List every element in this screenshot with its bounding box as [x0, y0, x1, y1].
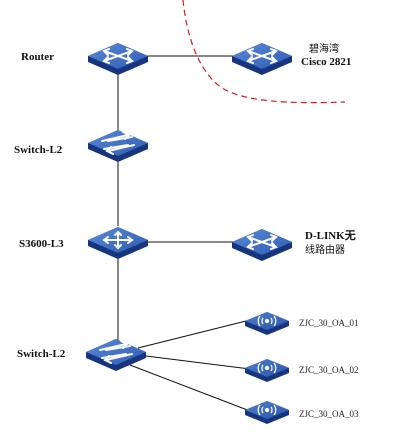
- link-switch-ap1: [137, 319, 251, 349]
- link-switch-ap2: [137, 354, 251, 370]
- network-boundary-dashed-line: [182, 0, 346, 104]
- link-switch-ap3: [129, 364, 251, 412]
- router-icon: [246, 234, 278, 250]
- l2-switch-icon: [101, 131, 135, 155]
- router-icon: [102, 48, 134, 64]
- switch-l2-top-node[interactable]: [88, 130, 148, 162]
- switch-l2-top-label: Switch-L2: [14, 144, 63, 156]
- router-node[interactable]: [88, 43, 148, 75]
- switch-l2-bottom-node[interactable]: [86, 339, 146, 371]
- dlink-label-line1: D-LINK无: [305, 229, 356, 242]
- wireless-ap-icon: [257, 404, 277, 416]
- cisco-label-line1: 碧海湾: [309, 42, 339, 55]
- cisco-label-line2: Cisco 2821: [301, 56, 351, 68]
- router-icon: [246, 48, 278, 64]
- wireless-ap-icon: [257, 315, 277, 327]
- ap3-label: ZJC_30_OA_03: [299, 409, 359, 419]
- s3600-l3-node[interactable]: [88, 227, 148, 259]
- dlink-router-node[interactable]: [232, 229, 292, 261]
- cisco-router-node[interactable]: [232, 43, 292, 75]
- ap1-node[interactable]: [245, 312, 289, 335]
- links: [117, 55, 251, 412]
- l2-switch-icon: [99, 340, 133, 364]
- wireless-ap-icon: [257, 362, 277, 374]
- switch-l2-bottom-label: Switch-L2: [17, 348, 66, 360]
- router-label: Router: [21, 51, 54, 63]
- ap1-label: ZJC_30_OA_01: [299, 318, 359, 328]
- ap2-label: ZJC_30_OA_02: [299, 365, 359, 375]
- ap2-node[interactable]: [245, 359, 289, 382]
- dlink-label-line2: 线路由器: [305, 243, 345, 256]
- ap3-node[interactable]: [245, 401, 289, 424]
- l3-switch-icon: [102, 230, 134, 250]
- s3600-label: S3600-L3: [19, 238, 64, 250]
